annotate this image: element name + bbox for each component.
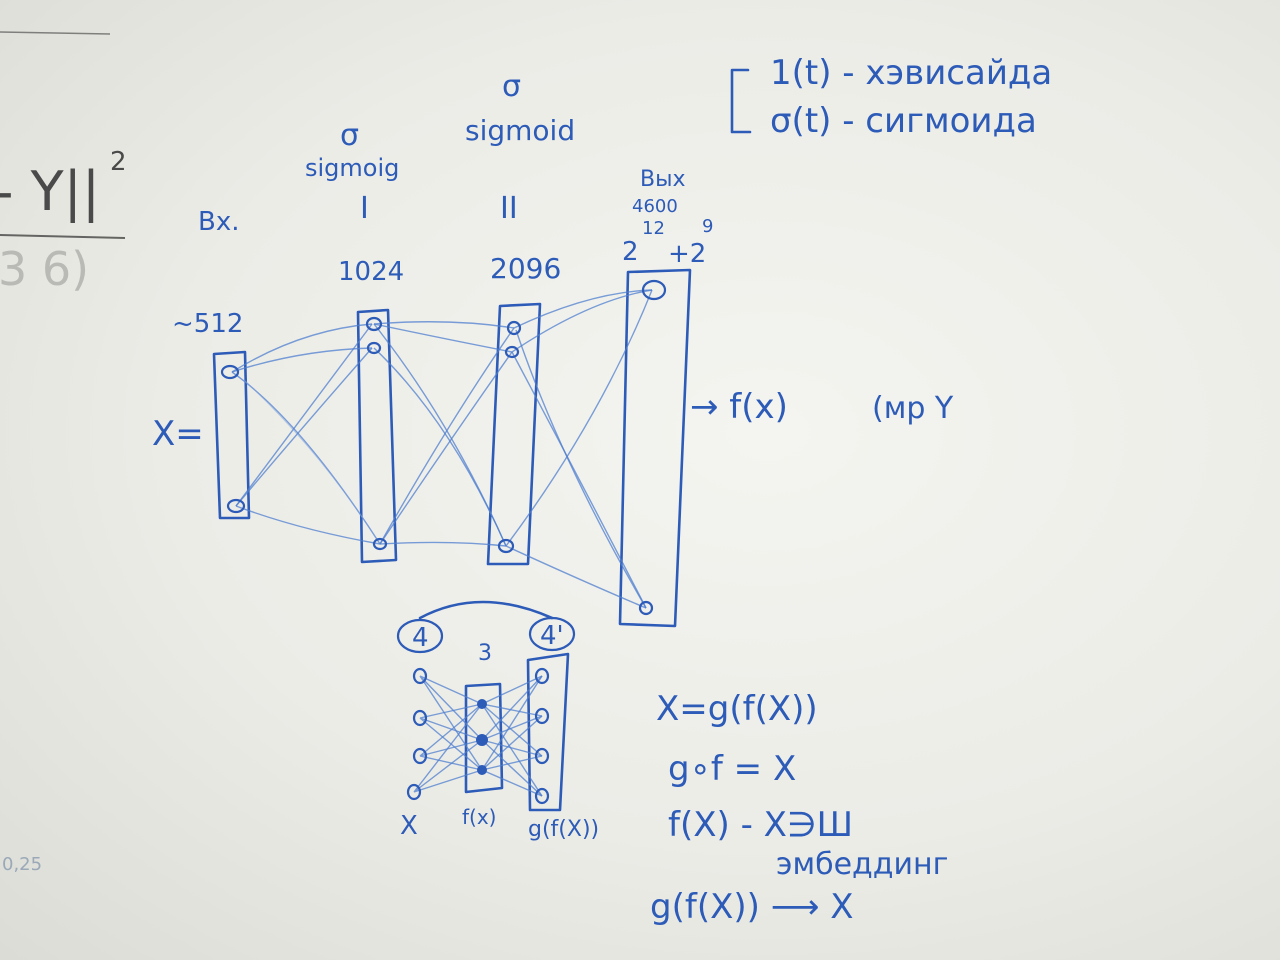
layer2-sigma: σ bbox=[502, 69, 521, 104]
output-column bbox=[618, 268, 692, 628]
equation-2: g∘f = X bbox=[668, 749, 796, 789]
legend-line-2: σ(t) - сигмоида bbox=[770, 101, 1037, 141]
autoencoder-middle-count: 3 bbox=[478, 641, 492, 666]
edge-fraction-bar bbox=[0, 234, 126, 239]
layer1-activation: sigmoig bbox=[305, 154, 399, 182]
equation-3: f(X) - X∋Ш bbox=[668, 805, 853, 845]
edge-line-top bbox=[0, 31, 111, 35]
output-trailing-text: (мр Ү bbox=[872, 391, 954, 426]
equation-4: g(f(X)) ⟶ X bbox=[650, 887, 854, 927]
output-exp-b: 9 bbox=[702, 216, 713, 237]
autoencoder-top-arc bbox=[418, 600, 554, 620]
autoencoder-gfx-label: g(f(X)) bbox=[528, 817, 599, 842]
network-connections bbox=[231, 289, 653, 609]
network-nodes bbox=[220, 279, 667, 616]
output-arrow-text: → f(x) bbox=[690, 387, 788, 427]
equation-4-note: эмбеддинг bbox=[776, 847, 948, 882]
legend-line-1: 1(t) - хэвисайда bbox=[770, 53, 1052, 93]
layer1-column bbox=[356, 308, 398, 564]
layer2-activation: sigmoid bbox=[465, 114, 575, 147]
input-column bbox=[212, 350, 251, 520]
autoencoder-left-count: 4 bbox=[412, 623, 429, 653]
layer2-size: 2096 bbox=[490, 252, 561, 285]
x-equals-label: X= bbox=[152, 414, 204, 454]
layer2-roman: II bbox=[500, 191, 518, 226]
edge-norm-fragment: - Y|| bbox=[0, 160, 100, 223]
equation-1: X=g(f(X)) bbox=[656, 689, 818, 729]
output-layer-label: Вых bbox=[640, 167, 685, 192]
output-base-a: 2 bbox=[622, 237, 639, 267]
layer1-size: 1024 bbox=[338, 257, 404, 287]
edge-number-fragment: 3 6) bbox=[0, 242, 89, 296]
layer1-sigma: σ bbox=[340, 118, 359, 153]
autoencoder-output-column bbox=[526, 652, 570, 812]
autoencoder-nodes bbox=[406, 667, 550, 805]
autoencoder-connections bbox=[413, 675, 543, 797]
autoencoder-x-label: X bbox=[400, 811, 418, 841]
edge-superscript: 2 bbox=[110, 147, 127, 177]
autoencoder-right-bubble bbox=[528, 616, 576, 652]
input-layer-size: ~512 bbox=[172, 309, 243, 339]
output-exp-a: 12 bbox=[642, 218, 665, 239]
legend-bracket bbox=[730, 68, 752, 134]
layer1-roman: I bbox=[360, 191, 369, 226]
input-layer-label: Вх. bbox=[198, 207, 240, 237]
layer2-column bbox=[486, 302, 542, 566]
output-size-a: 4600 bbox=[632, 196, 678, 217]
autoencoder-right-count: 4' bbox=[540, 621, 564, 651]
autoencoder-fx-label: f(x) bbox=[462, 805, 496, 829]
output-plus-b: +2 bbox=[668, 239, 706, 269]
edge-small-number: 0,25 bbox=[2, 854, 42, 875]
autoencoder-left-bubble bbox=[396, 618, 444, 654]
